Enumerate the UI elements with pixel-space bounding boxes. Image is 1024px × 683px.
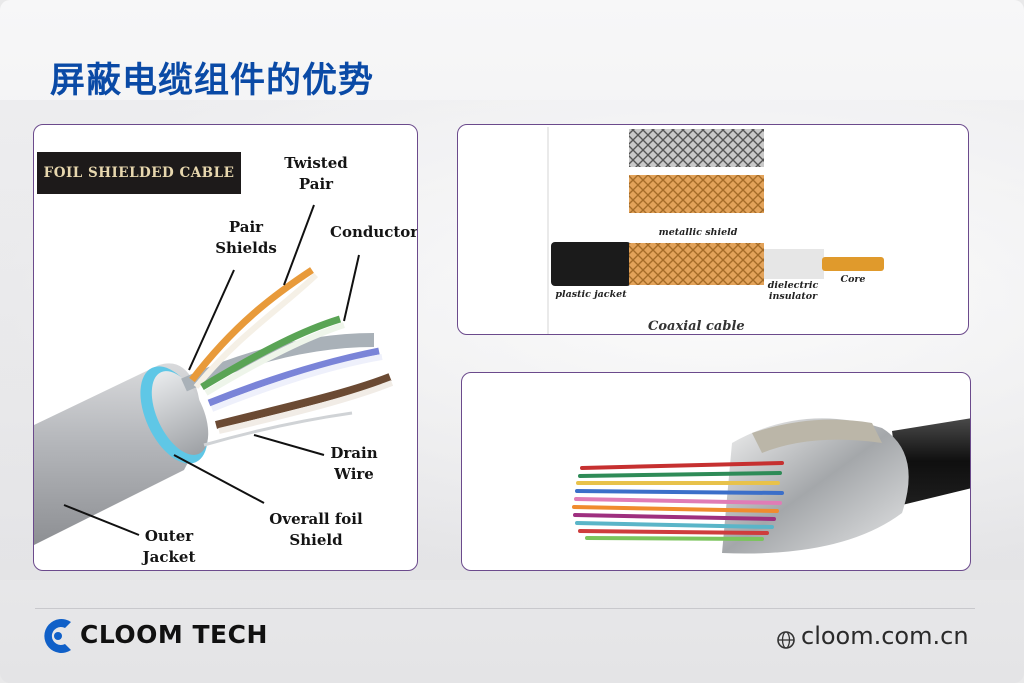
multicore-cable-photo: [572, 418, 970, 554]
cloom-logo-icon: [44, 619, 71, 653]
label-core: Core: [840, 274, 866, 285]
label-conductor: Conductor: [330, 223, 418, 241]
page-title: 屏蔽电缆组件的优势: [50, 61, 375, 101]
foil-cable-illustration: [34, 204, 394, 545]
coaxial-cable-caption: Coaxial cable: [648, 319, 745, 334]
coaxial-cable-illustration: [547, 127, 884, 334]
footer-divider: [35, 608, 975, 609]
brand-name: CLOOM TECH: [80, 620, 268, 649]
label-plastic-jacket: plastic jacket: [555, 289, 627, 300]
foil-shielded-cable-badge: FOIL SHIELDED CABLE: [37, 152, 241, 194]
multicore-cable-photo-panel: [461, 372, 971, 571]
website-link[interactable]: cloom.com.cn: [801, 622, 969, 650]
coaxial-cable-panel: metallic shield plastic jacket dielectri…: [457, 124, 969, 335]
globe-icon: [777, 631, 795, 649]
label-metallic-shield: metallic shield: [658, 227, 738, 238]
